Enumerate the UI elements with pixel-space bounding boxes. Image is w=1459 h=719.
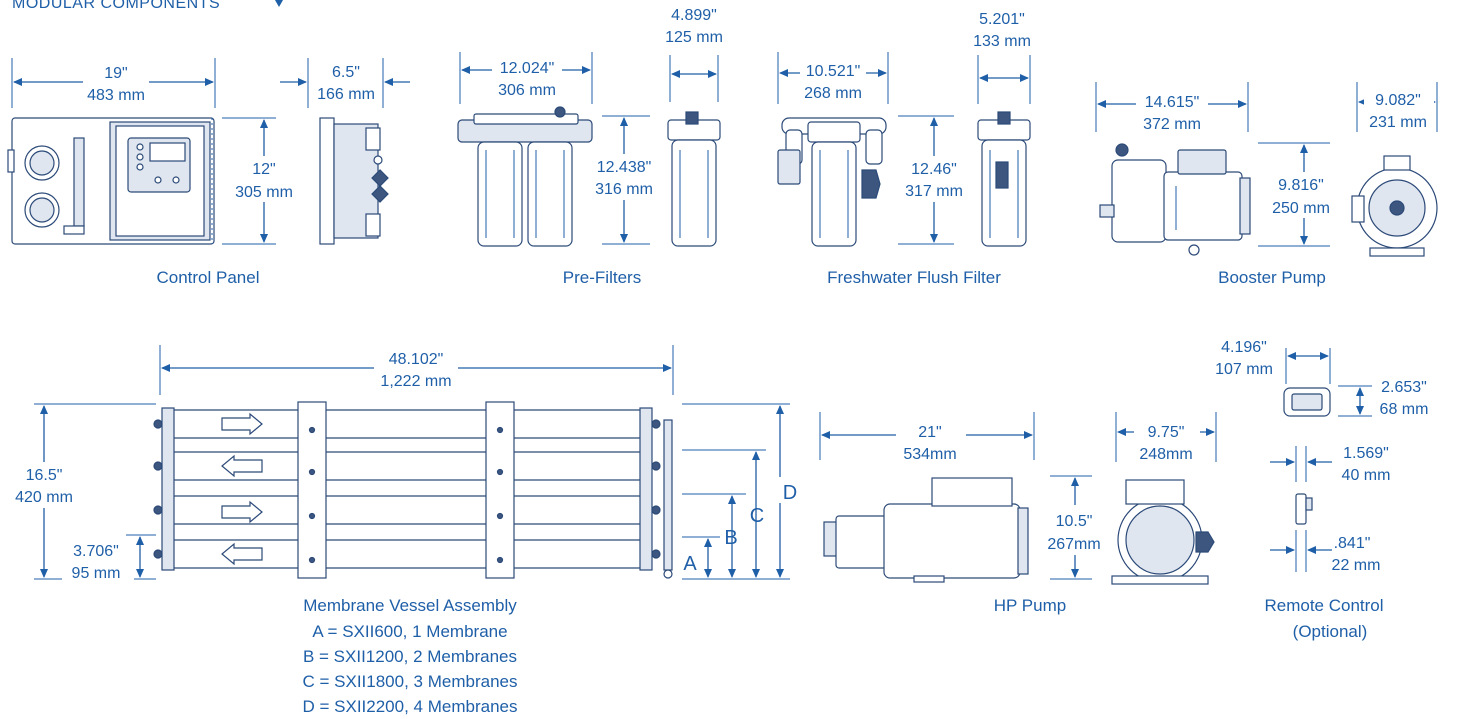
hp-pump-width-in: 21" [918,424,941,441]
booster-pump-height-in: 9.816" [1278,177,1324,194]
control-panel-width-mm: 483 mm [87,87,145,104]
flush-filter-depth-in: 5.201" [979,11,1025,28]
membrane-letter-a: A [683,553,697,575]
membrane-width-mm: 1,222 mm [380,373,451,390]
control-panel-height-in: 12" [252,161,275,178]
booster-pump-width-in: 14.615" [1145,94,1200,111]
membrane-legend-a: A = SXII600, 1 Membrane [312,622,507,641]
remote-image [1283,387,1331,525]
pre-filters-caption: Pre-Filters [563,268,641,287]
booster-pump-height-mm: 250 mm [1272,200,1330,217]
flush-filter-group: 10.521" 268 mm 12.46" 317 mm 5.2 [777,11,1031,287]
pre-filters-image [457,106,721,247]
hp-pump-depth-in: 9.75" [1148,424,1185,441]
membrane-letter-d: D [783,482,797,504]
membrane-letter-c: C [750,505,764,527]
remote-height-in: 2.653" [1381,379,1427,396]
membrane-group: 48.102" 1,222 mm [6,345,802,716]
booster-pump-depth-in: 9.082" [1375,92,1421,109]
flush-filter-image [777,111,1031,247]
chevron-down-icon [275,0,283,7]
membrane-height-in: 16.5" [26,467,63,484]
pre-filters-height-mm: 316 mm [595,181,653,198]
booster-pump-group: 14.615" 372 mm 9.816" 250 mm 9.082 [1095,82,1438,287]
flush-filter-width-in: 10.521" [806,63,861,80]
flush-filter-width-mm: 268 mm [804,85,862,102]
hp-pump-image [823,477,1215,585]
control-panel-caption: Control Panel [156,268,259,287]
hp-pump-height-in: 10.5" [1056,513,1093,530]
remote-depth2-in: .841" [1334,535,1371,552]
pre-filters-group: 12.024" 306 mm 12.438" 316 mm 4.899" [457,7,723,287]
control-panel-side-image [319,117,389,245]
membrane-legend-c: C = SXII1800, 3 Membranes [303,672,518,691]
membrane-letter-b: B [724,527,737,549]
pre-filters-width-in: 12.024" [500,60,555,77]
pre-filters-width-mm: 306 mm [498,82,556,99]
hp-pump-depth-mm: 248mm [1139,446,1192,463]
flush-filter-depth-mm: 133 mm [973,33,1031,50]
remote-depth-mm: 40 mm [1342,467,1391,484]
booster-pump-image [1099,143,1438,257]
membrane-legend-b: B = SXII1200, 2 Membranes [303,647,517,666]
membrane-legend-d: D = SXII2200, 4 Membranes [303,697,518,716]
control-panel-width-in: 19" [104,65,127,82]
flush-filter-caption: Freshwater Flush Filter [827,268,1001,287]
control-panel-group: 19" 483 mm 12" 305 mm [7,58,410,287]
control-panel-depth-in: 6.5" [332,64,360,81]
membrane-caption: Membrane Vessel Assembly [303,596,517,615]
membrane-spacing-in: 3.706" [73,543,119,560]
remote-height-mm: 68 mm [1380,401,1429,418]
membrane-width-in: 48.102" [389,351,444,368]
membrane-vessels-image [153,401,673,579]
hp-pump-height-mm: 267mm [1047,536,1100,553]
pre-filters-depth-mm: 125 mm [665,29,723,46]
remote-group: 4.196" 107 mm 2.653" 68 mm 1.569" 40 mm … [1215,339,1428,641]
remote-width-mm: 107 mm [1215,361,1273,378]
booster-pump-width-mm: 372 mm [1143,116,1201,133]
booster-pump-caption: Booster Pump [1218,268,1326,287]
pre-filters-depth-in: 4.899" [671,7,717,24]
membrane-height-mm: 420 mm [15,489,73,506]
remote-depth2-mm: 22 mm [1332,557,1381,574]
remote-caption: Remote Control [1264,596,1383,615]
remote-width-in: 4.196" [1221,339,1267,356]
control-panel-height-mm: 305 mm [235,184,293,201]
remote-caption-optional: (Optional) [1293,622,1368,641]
hp-pump-caption: HP Pump [994,596,1066,615]
hp-pump-group: 21" 534mm 10.5" 267mm 9.75" 248mm HP Pum… [819,412,1217,615]
flush-filter-height-in: 12.46" [911,161,957,178]
section-title: MODULAR COMPONENTS [12,0,220,12]
remote-depth-in: 1.569" [1343,445,1389,462]
booster-pump-depth-mm: 231 mm [1369,114,1427,131]
pre-filters-height-in: 12.438" [597,159,652,176]
membrane-spacing-mm: 95 mm [72,565,121,582]
flush-filter-height-mm: 317 mm [905,183,963,200]
hp-pump-width-mm: 534mm [903,446,956,463]
control-panel-front-image [7,117,215,245]
control-panel-depth-mm: 166 mm [317,86,375,103]
